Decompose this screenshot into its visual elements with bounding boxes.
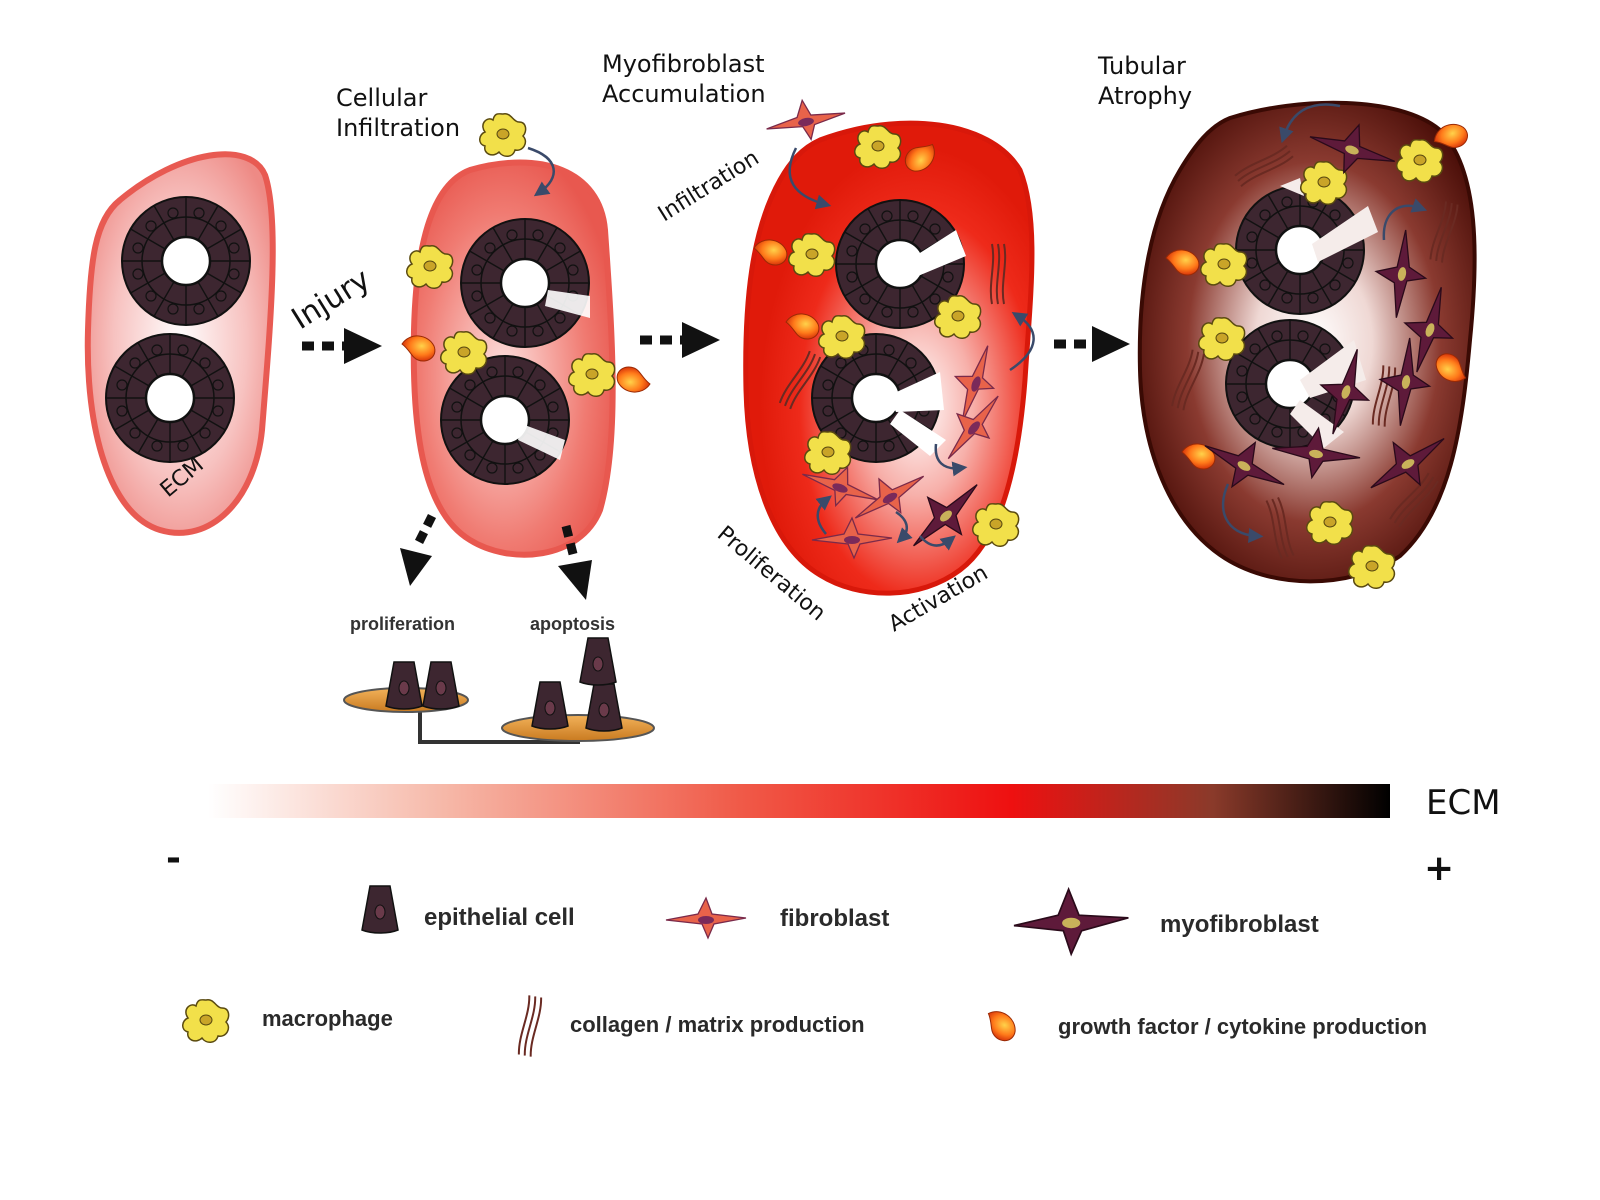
infiltration-label: Infiltration <box>654 146 764 227</box>
epithelial-cell-apopt-2 <box>585 683 623 732</box>
tubule-healthy-bottom <box>104 332 236 464</box>
tubular-atrophy-line1: Tubular <box>1097 52 1186 80</box>
legend-fibroblast-icon <box>665 897 747 939</box>
ecm-gradient-bar: ECM - + <box>166 783 1501 889</box>
myofibroblast-accum-line1: Myofibroblast <box>602 50 765 78</box>
tubule-healthy-top <box>120 195 252 327</box>
legend-epithelial-icon <box>361 885 399 934</box>
stage-atrophy: Tubular Atrophy <box>1097 52 1477 590</box>
legend-fibroblast-label: fibroblast <box>780 905 889 932</box>
balance-apoptosis-label: apoptosis <box>530 614 615 634</box>
macrophage-infiltrating <box>478 112 527 158</box>
legend-cytokine-label: growth factor / cytokine production <box>1058 1014 1427 1039</box>
epithelial-cell-apopt-3 <box>579 637 617 686</box>
legend-collagen-icon <box>516 994 544 1058</box>
legend-myofibroblast-icon <box>1013 888 1130 956</box>
legend-macrophage-label: macrophage <box>262 1006 393 1031</box>
balance-scale: proliferation apoptosis <box>343 614 655 744</box>
epithelial-cell-prolif-1 <box>385 661 423 710</box>
ecm-plus: + <box>1424 848 1454 889</box>
legend-macrophage-icon <box>181 998 230 1044</box>
epithelial-cell-apopt-1 <box>531 681 569 730</box>
tubule-injured-top <box>459 217 591 349</box>
cellular-infiltration-line1: Cellular <box>336 84 427 112</box>
legend-cytokine-icon <box>979 1006 1022 1046</box>
down-arrows <box>400 513 592 600</box>
arrow-3-4 <box>1054 326 1130 362</box>
ecm-gradient <box>208 784 1390 818</box>
balance-proliferation-label: proliferation <box>350 614 455 634</box>
arrow-2-3 <box>640 322 720 358</box>
stage-healthy: ECM <box>84 151 276 536</box>
tubule-injured-bottom <box>439 354 571 486</box>
stage-infiltration: Cellular Infiltration <box>336 84 651 558</box>
legend-epithelial-label: epithelial cell <box>424 904 575 931</box>
balance-plate-right <box>501 714 655 742</box>
macrophage-s3-f <box>971 502 1020 548</box>
legend-myofibroblast-label: myofibroblast <box>1160 911 1319 938</box>
injury-arrow: Injury <box>286 262 382 364</box>
ecm-minus: - <box>166 838 181 879</box>
tubular-atrophy-line2: Atrophy <box>1098 82 1192 110</box>
ecm-bar-label: ECM <box>1426 783 1501 823</box>
tubule-atrophic-top <box>1234 184 1366 316</box>
epithelial-cell-prolif-2 <box>422 661 460 710</box>
cytokine-s2-b <box>616 366 651 393</box>
myofibroblast-accum-line2: Accumulation <box>602 80 766 108</box>
cellular-infiltration-line2: Infiltration <box>336 114 460 142</box>
injury-label: Injury <box>286 262 377 337</box>
legend-collagen-label: collagen / matrix production <box>570 1012 865 1037</box>
legend: epithelial cell fibroblast myofibroblast… <box>181 885 1427 1058</box>
